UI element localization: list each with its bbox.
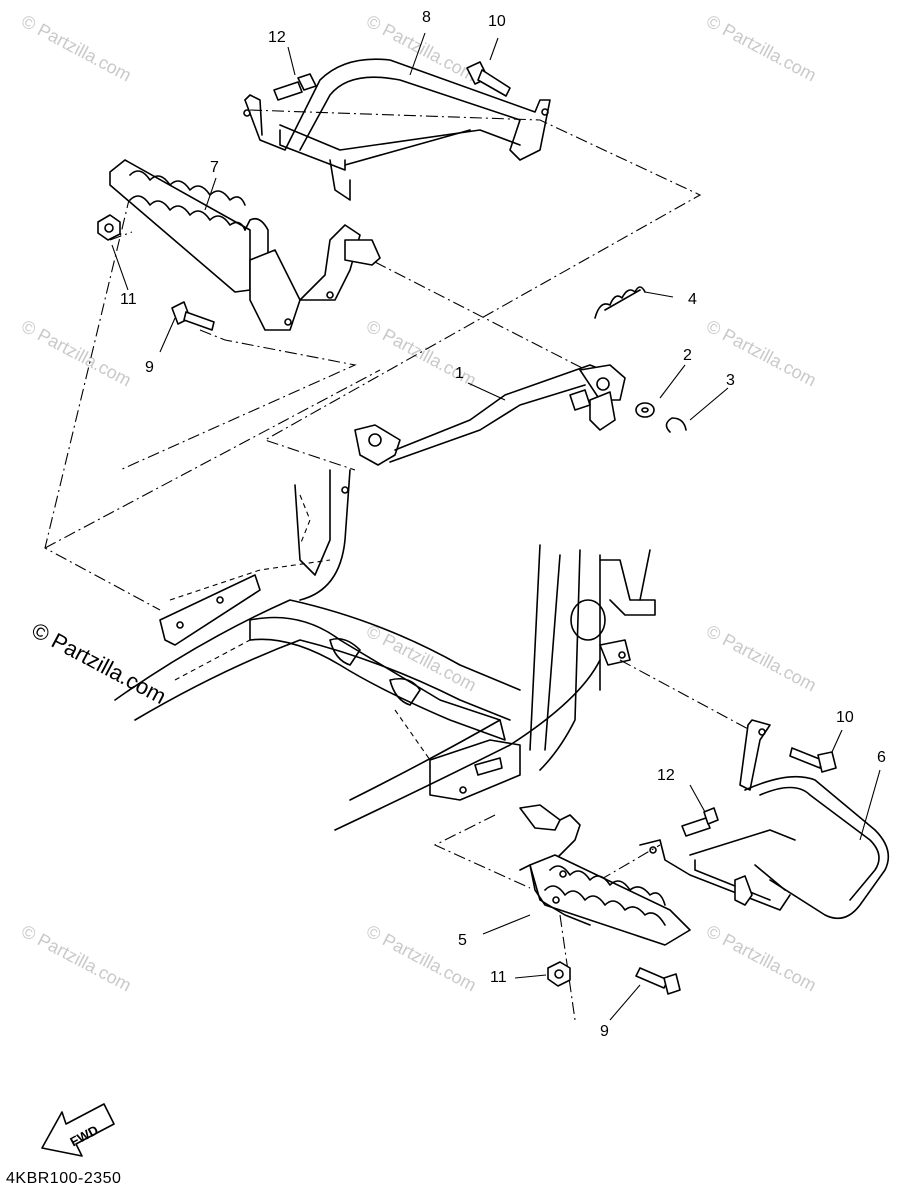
clip-3 [665, 417, 687, 433]
watermark-text: © Partzilla.com [18, 921, 134, 996]
callout-11: 11 [120, 291, 137, 308]
callout-9: 9 [145, 359, 154, 376]
watermark-main: © Partzilla.com [28, 617, 171, 709]
bolt-upper-12 [273, 73, 317, 101]
callout-5: 5 [458, 932, 467, 949]
guard-bar-lower [639, 719, 890, 920]
callout-labels: 12 8 10 7 11 9 4 2 1 3 10 6 12 5 11 9 [120, 9, 886, 1040]
callout-4: 4 [688, 291, 697, 308]
callout-12: 12 [268, 29, 286, 46]
callout-10: 10 [836, 709, 854, 726]
washer-2 [635, 402, 655, 418]
bolt-upper-10 [466, 61, 511, 97]
watermark-text: © Partzilla.com [703, 11, 819, 86]
bolt-lower-9 [635, 967, 681, 995]
bolt-lower-12 [681, 807, 719, 837]
spring-4 [594, 286, 646, 319]
bolt-upper-9 [171, 301, 215, 331]
nut-upper-11 [97, 214, 121, 241]
callout-6: 6 [877, 749, 886, 766]
callout-9: 9 [600, 1023, 609, 1040]
footrest-right [519, 804, 691, 946]
callout-2: 2 [683, 347, 692, 364]
watermark-text: © Partzilla.com [18, 11, 134, 86]
watermark-text: © Partzilla.com [703, 921, 819, 996]
bolt-lower-10 [789, 747, 837, 773]
fwd-arrow-icon: FWD [41, 1103, 115, 1157]
frame [114, 469, 656, 831]
brake-pedal-1 [354, 364, 626, 466]
guard-bar-upper [243, 58, 551, 201]
callout-1: 1 [455, 365, 464, 382]
callout-7: 7 [210, 159, 219, 176]
watermark-text: © Partzilla.com [703, 316, 819, 391]
callout-3: 3 [726, 372, 735, 389]
callout-11: 11 [490, 969, 507, 986]
nut-lower-11 [547, 961, 571, 987]
watermark-text: © Partzilla.com [18, 316, 134, 391]
alignment-lines [44, 109, 751, 1021]
diagram-code: 4KBR100-2350 [6, 1170, 122, 1187]
callout-8: 8 [422, 9, 431, 26]
watermark-text: © Partzilla.com [363, 621, 479, 696]
callout-12: 12 [657, 767, 675, 784]
watermark-text: © Partzilla.com [703, 621, 819, 696]
leader-lines [111, 32, 881, 1021]
callout-10: 10 [488, 13, 506, 30]
watermark-layer: © Partzilla.com © Partzilla.com © Partzi… [18, 11, 819, 996]
footrest-left [109, 159, 381, 331]
